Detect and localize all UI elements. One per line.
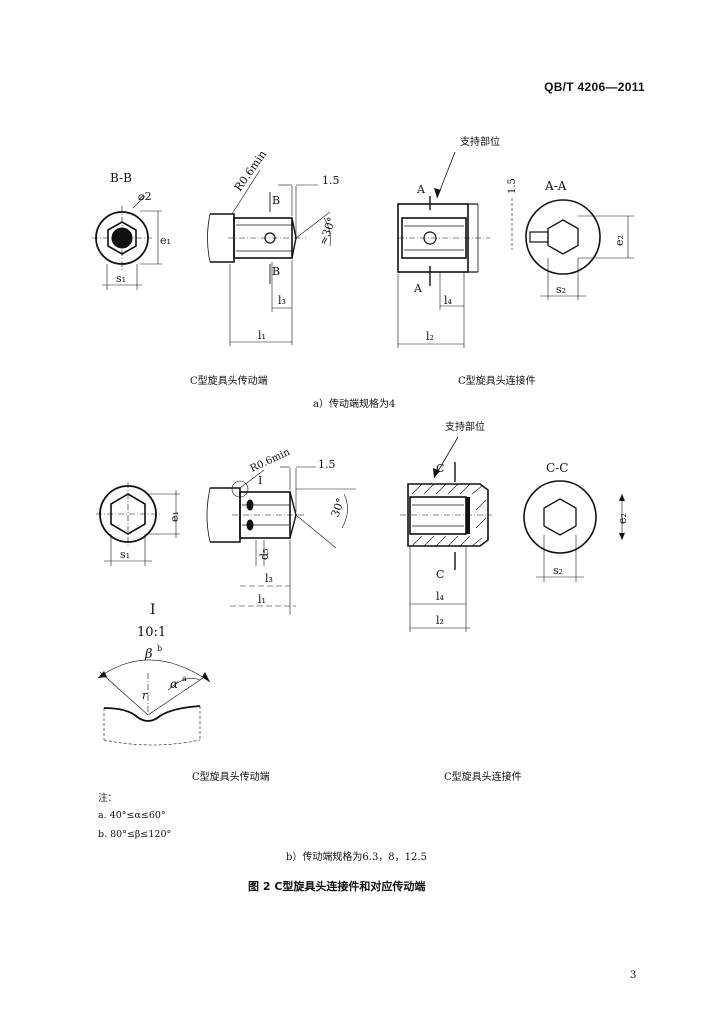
beta-label: β	[144, 647, 153, 662]
detail-title: I	[150, 602, 156, 618]
bb-label: B-B	[110, 171, 132, 185]
dim15-label: 1.5	[322, 174, 340, 187]
a-top-label: A	[416, 183, 426, 196]
b-i-mark-label: I	[258, 474, 262, 487]
s2-label: s₂	[556, 283, 566, 296]
connector-section-view-c: 支持部位	[400, 420, 492, 632]
subcaption-a: a）传动端规格为4	[313, 399, 396, 410]
b-top-label: B	[272, 194, 280, 207]
aa-label: A-A	[544, 179, 567, 193]
note-b: b. 80°≤β≤120°	[98, 829, 172, 840]
standard-number: QB/T 4206—2011	[544, 80, 645, 94]
b-r06-label: R0.6min	[249, 447, 293, 475]
support-label: 支持部位	[460, 135, 500, 148]
b-drive-end-side-view	[206, 466, 356, 615]
r-label: r	[142, 689, 148, 702]
connector-section-view-a: 支持部位	[397, 135, 513, 348]
l1-label: l₁	[258, 329, 266, 342]
b-end-view	[96, 482, 180, 566]
l2-label: l₂	[426, 330, 434, 343]
beta-sup: b	[157, 644, 162, 653]
alpha-sup: a	[182, 674, 187, 683]
b-l2-label: l₂	[436, 614, 444, 627]
e1-label: e₁	[160, 234, 171, 247]
note-a: a. 40°≤α≤60°	[98, 810, 166, 821]
detail-i-view: I 10:1 β b α a r	[97, 602, 211, 746]
s1-label: s₁	[116, 272, 126, 285]
c-bottom-label: C	[436, 568, 444, 581]
b-support-label: 支持部位	[445, 420, 485, 433]
b-e2-label: e₂	[616, 513, 629, 524]
a-bottom-label: A	[413, 282, 423, 295]
notes-title: 注：	[98, 793, 118, 804]
subcaption-b: b）传动端规格为6.3，8，12.5	[286, 852, 427, 863]
figure-b-drawing: e₁ s₁ R0.6min I 1.5 30° d₅ l₃ l₁ 支持部位	[96, 420, 629, 746]
page-number: 3	[630, 970, 637, 981]
r06-label: R0.6min	[232, 148, 269, 194]
bb-section-view	[92, 195, 162, 290]
l3-label: l₃	[278, 294, 286, 307]
b-bottom-label: B	[272, 265, 280, 278]
caption-a-left: C型旋具头传动端	[190, 376, 268, 387]
detail-scale: 10:1	[137, 625, 166, 640]
b-e1-label: e₁	[168, 511, 181, 522]
c-top-label: C	[436, 462, 444, 475]
b-l4-label: l₄	[436, 590, 445, 603]
caption-a-right: C型旋具头连接件	[458, 376, 536, 387]
b-l1-label: l₁	[258, 593, 266, 606]
l4-label: l₄	[444, 294, 453, 307]
dim15v-label: 1.5	[507, 178, 518, 194]
aa-section-view	[525, 199, 634, 300]
b-dim15-label: 1.5	[318, 458, 336, 471]
angle30-label: ≈30°	[317, 216, 339, 247]
alpha-label: α	[170, 677, 178, 691]
caption-b-right: C型旋具头连接件	[444, 772, 522, 783]
b-d5-label: d₅	[258, 549, 271, 560]
cc-section-view	[523, 480, 625, 582]
drive-end-side-view	[207, 169, 331, 346]
e2-label: e₂	[613, 235, 626, 246]
b-l3-label: l₃	[265, 572, 273, 585]
caption-b-left: C型旋具头传动端	[192, 772, 270, 783]
phi2-label: ⌀2	[138, 190, 152, 203]
b-s2-label: s₂	[553, 564, 563, 577]
figure-caption: 图 2 C型旋具头连接件和对应传动端	[248, 880, 426, 893]
b-s1-label: s₁	[120, 548, 130, 561]
b-angle30-label: 30°	[329, 496, 348, 519]
cc-label: C-C	[546, 461, 568, 475]
figure-a-drawing: B-B ⌀2 e₁ s₁ R0.6min 1.5 B B ≈30° l₃ l₁ …	[92, 135, 634, 348]
